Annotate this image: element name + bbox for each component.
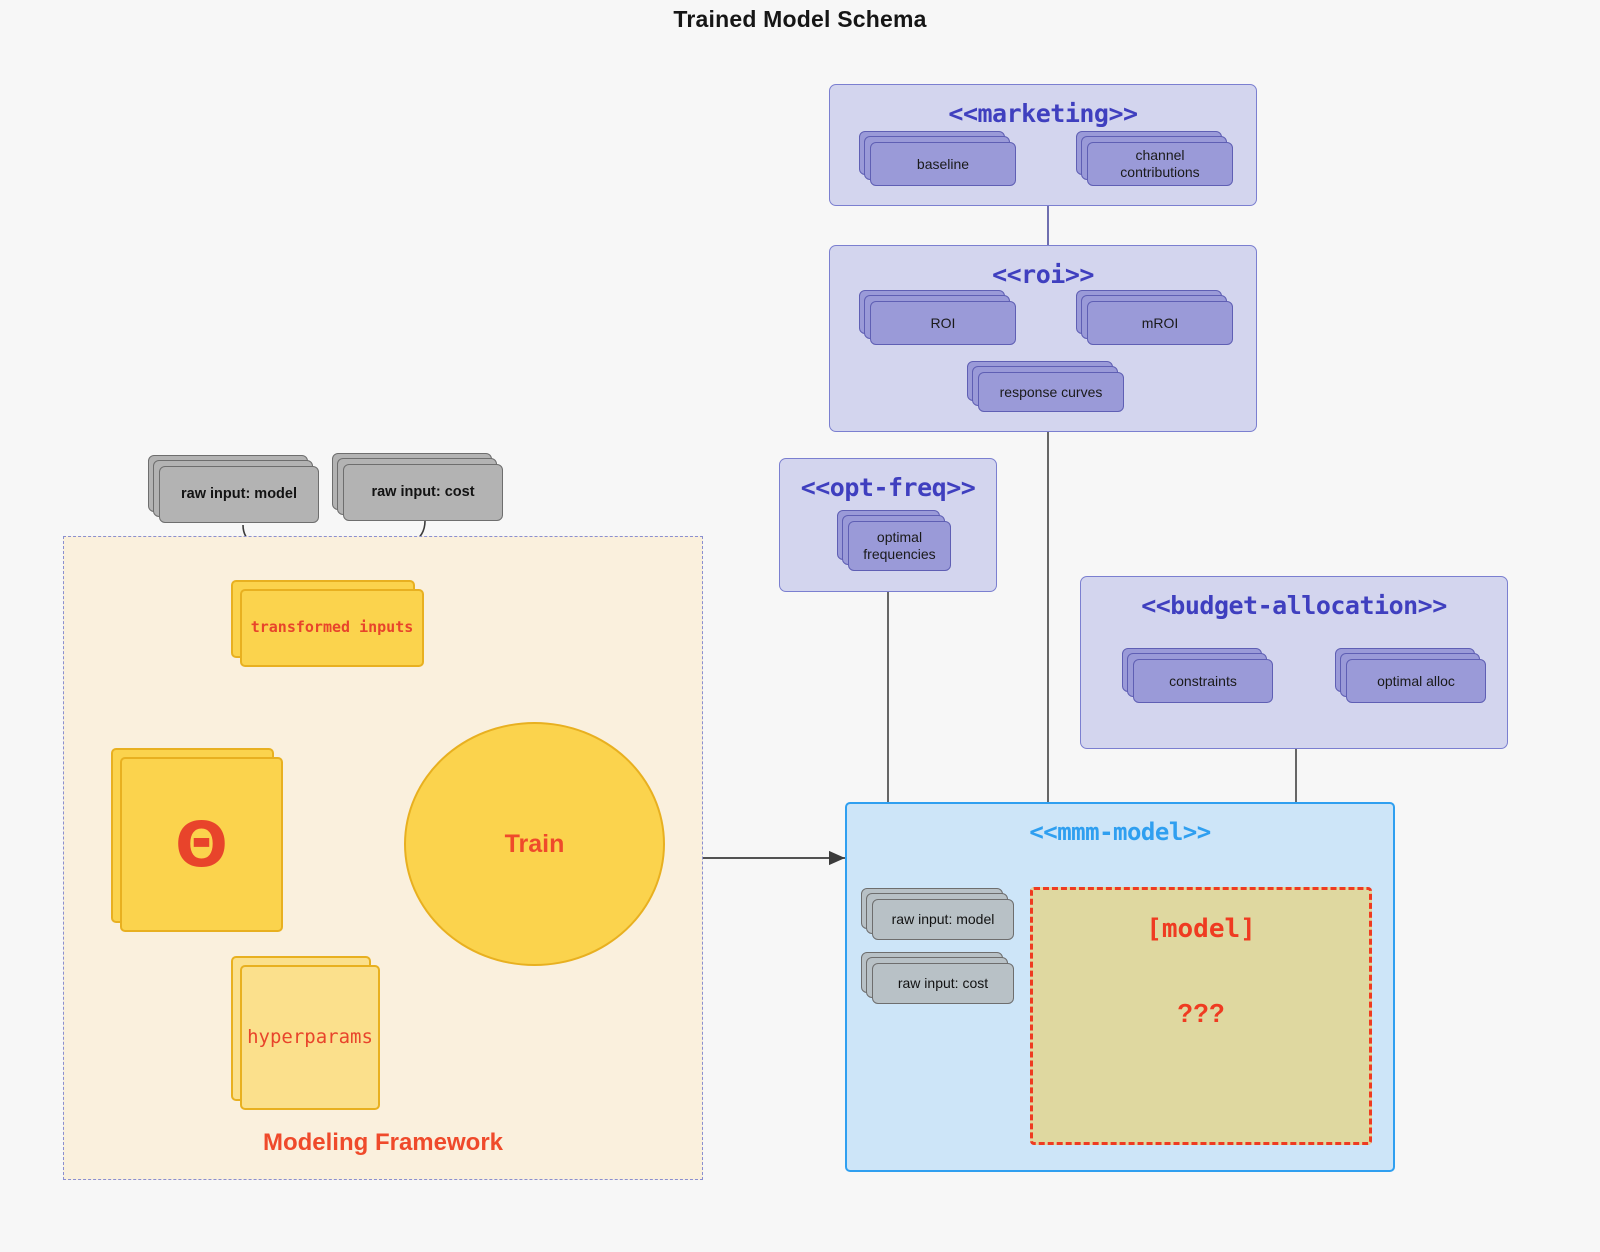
node-optimal-frequencies-line1: optimal [876,529,923,546]
package-opt-freq-title: <<opt-freq>> [800,473,976,502]
node-transformed-inputs-label: transformed inputs [250,618,414,637]
node-optimal-frequencies-line2: frequencies [863,546,936,562]
model-placeholder-question: ??? [1177,998,1225,1028]
model-placeholder-title: [model] [1146,914,1256,944]
node-roi[interactable]: ROI [859,290,1016,345]
page-title: Trained Model Schema [673,6,927,32]
node-response-curves-label: response curves [999,383,1103,400]
package-roi-title: <<roi>> [992,260,1094,289]
node-mroi-label: mROI [1141,314,1179,331]
node-theta-label: Θ [175,807,228,881]
node-raw-input-model-label: raw input: model [181,485,297,502]
node-channel-contributions-label: channel contributions [1120,147,1200,180]
node-mmm-raw-input-model-label: raw input: model [891,911,995,928]
package-roi[interactable]: <<roi>> ROI mROI response curves [829,245,1257,432]
package-marketing[interactable]: <<marketing>> baseline channel contribut… [829,84,1257,206]
package-marketing-title: <<marketing>> [948,99,1138,128]
node-mmm-raw-input-model[interactable]: raw input: model [861,888,1014,940]
package-budget-allocation-title: <<budget-allocation>> [1141,591,1447,620]
node-theta[interactable]: Θ [111,748,283,932]
node-mmm-raw-input-cost-label: raw input: cost [897,975,989,992]
node-hyperparams-label: hyperparams [247,1026,373,1049]
package-mmm-model[interactable]: <<mmm-model>> raw input: model raw input… [845,802,1395,1172]
package-budget-allocation[interactable]: <<budget-allocation>> constraints optima… [1080,576,1508,749]
node-baseline-label: baseline [916,155,970,172]
node-baseline[interactable]: baseline [859,131,1016,186]
node-mmm-raw-input-cost[interactable]: raw input: cost [861,952,1014,1004]
model-placeholder-box[interactable]: [model] ??? [1030,887,1372,1145]
node-constraints[interactable]: constraints [1122,648,1273,703]
node-optimal-alloc[interactable]: optimal alloc [1335,648,1486,703]
modeling-framework-label: Modeling Framework [262,1129,504,1156]
node-raw-input-cost-label: raw input: cost [371,483,475,500]
package-mmm-model-title: <<mmm-model>> [1029,818,1211,846]
node-train[interactable]: Train [404,722,665,966]
node-roi-label: ROI [930,314,956,331]
node-optimal-frequencies[interactable]: optimal frequencies [837,510,951,571]
node-hyperparams[interactable]: hyperparams [231,956,380,1110]
node-mroi[interactable]: mROI [1076,290,1233,345]
node-constraints-label: constraints [1169,672,1237,689]
node-optimal-alloc-label: optimal alloc [1377,672,1455,689]
node-optimal-frequencies-label: optimal frequencies [855,529,943,562]
node-train-label: Train [504,829,565,858]
package-opt-freq[interactable]: <<opt-freq>> optimal frequencies [779,458,997,592]
node-channel-contributions[interactable]: channel contributions [1076,131,1233,186]
node-raw-input-cost[interactable]: raw input: cost [332,453,503,521]
node-transformed-inputs[interactable]: transformed inputs [231,580,424,667]
node-raw-input-model[interactable]: raw input: model [148,455,319,523]
node-response-curves[interactable]: response curves [967,361,1124,412]
